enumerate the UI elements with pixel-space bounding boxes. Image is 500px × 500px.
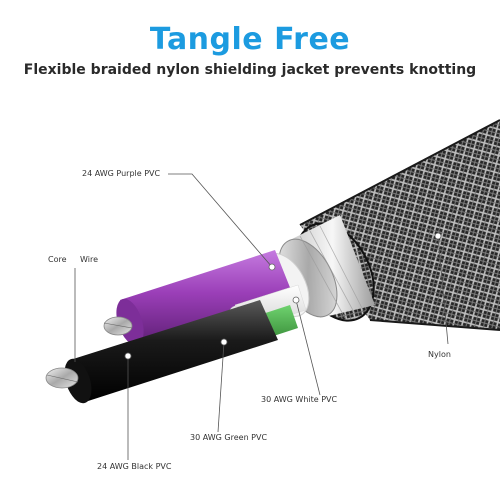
label-core: Core: [48, 255, 67, 264]
black-wire: [45, 300, 278, 404]
label-nylon: Nylon: [428, 350, 451, 359]
page-title: Tangle Free: [149, 22, 351, 57]
label-black-wire: 24 AWG Black PVC: [97, 462, 172, 471]
leader-lines: [74, 173, 449, 460]
label-purple-wire: 24 AWG Purple PVC: [82, 169, 161, 178]
label-wire: Wire: [80, 255, 98, 264]
purple-wire: [103, 250, 295, 346]
label-white-wire: 30 AWG White PVC: [261, 395, 338, 404]
leader-dots: [124, 232, 442, 360]
page-subtitle: Flexible braided nylon shielding jacket …: [23, 62, 477, 78]
label-green-wire: 30 AWG Green PVC: [190, 433, 268, 442]
